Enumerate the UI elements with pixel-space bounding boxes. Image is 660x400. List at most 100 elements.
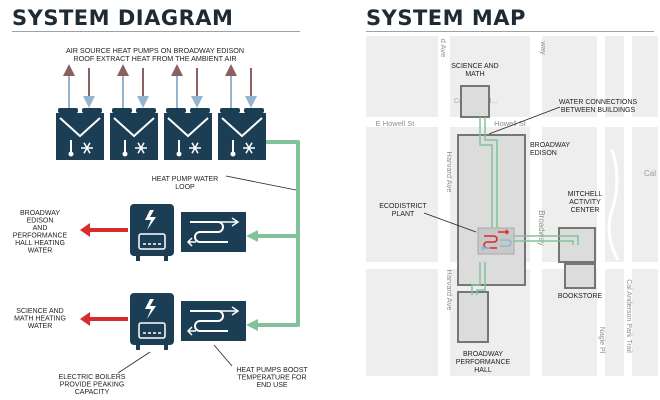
plant-module-2 [80, 293, 246, 350]
ecodistrict-coil-blue [500, 239, 512, 247]
water-link-hall-1 [471, 262, 481, 295]
heating-output-arrow [80, 312, 90, 326]
unit-chevron-4 [221, 117, 263, 138]
building-science-math [460, 85, 490, 118]
label-e-howell: E Howell St [376, 119, 416, 128]
street-harvard [438, 36, 450, 376]
unit-chevron-2 [113, 117, 155, 138]
street-broadway [530, 36, 542, 376]
exchanger-arrow-in [186, 237, 196, 247]
fan-right-2 [136, 108, 156, 113]
fan-left-3 [166, 108, 186, 113]
street-cal-anderson [624, 36, 632, 376]
water-link-science-1 [479, 117, 493, 230]
rooftop-unit-4 [218, 64, 266, 160]
exchanger-arrow-in [186, 326, 196, 336]
thermometer-bulb [230, 151, 236, 157]
label-harvard-top: Harvard Ave [445, 151, 454, 192]
street-nagle [597, 36, 605, 376]
plant-module-1 [80, 204, 246, 261]
boiler-leg-left [136, 256, 140, 261]
roof-caption: AIR SOURCE HEAT PUMPS ON BROADWAY EDISON… [66, 46, 244, 63]
boiler-panel [138, 322, 166, 339]
system-map-title: SYSTEM MAP [366, 6, 526, 30]
fan-left-2 [112, 108, 132, 113]
heating-output-arrow [80, 223, 90, 237]
lightning-bolt [145, 299, 156, 319]
water-link-science-2 [484, 117, 498, 230]
label-bookstore: BOOKSTORE [558, 293, 603, 300]
label-broadway: Broadway [537, 210, 546, 246]
system-map-title-rule [366, 31, 654, 32]
fan-right-1 [82, 108, 102, 113]
heatpumps-leader [213, 344, 233, 367]
loop-leader [225, 175, 297, 191]
water-link-hall-2 [476, 262, 486, 295]
water-link-mitchell-2 [514, 240, 574, 245]
unit-chevron-1 [59, 117, 101, 138]
label-howell: Howell St [494, 119, 527, 128]
thermometer-bulb [68, 151, 74, 157]
label-way: way [539, 40, 548, 55]
label-harvard-bottom: Harvard Ave [445, 269, 454, 310]
building-mitchell [558, 227, 596, 263]
ecodistrict-arrow-red [498, 229, 510, 235]
exchanger-arrow-out [218, 306, 240, 316]
exchanger-coil [190, 310, 228, 332]
snowflake-icon [191, 142, 199, 154]
snowflake-icon [245, 142, 253, 154]
ecodistrict-leader [423, 212, 477, 233]
label-cal: Cal [644, 169, 656, 178]
street-e-howell [366, 117, 658, 127]
ecodistrict-arrow-blue [480, 245, 490, 251]
fan-left-4 [220, 108, 240, 113]
exchanger-coil [190, 221, 228, 243]
exchanger-arrow-out [218, 217, 240, 227]
water-link-mitchell-1 [514, 235, 579, 245]
label-d-ave: d Ave [439, 39, 448, 58]
system-diagram-title: SYSTEM DIAGRAM [12, 6, 234, 30]
loop-arrow-lower [246, 319, 258, 331]
system-diagram-title-rule [12, 31, 300, 32]
water-leader [488, 106, 561, 135]
label-nagle: Nagle Pl [598, 327, 605, 354]
unit-chevron-3 [167, 117, 209, 138]
rooftop-unit-3 [164, 64, 212, 160]
fan-left-1 [58, 108, 78, 113]
heat-pump-water-loop [256, 140, 300, 327]
thermometer-bulb [122, 151, 128, 157]
boiler-leg-right [164, 256, 168, 261]
boiler-leg-left [136, 345, 140, 350]
boiler-leg-right [164, 345, 168, 350]
loop-arrow-upper [246, 230, 258, 242]
fan-right-4 [244, 108, 264, 113]
building-performance-hall [457, 291, 489, 343]
snowflake-icon [137, 142, 145, 154]
building-bookstore [564, 263, 596, 289]
electric-boiler-icon [130, 204, 174, 256]
electric-boiler-icon [130, 293, 174, 345]
lightning-bolt [145, 210, 156, 230]
park-path [607, 149, 620, 261]
rooftop-unit-2 [110, 64, 158, 160]
snowflake-icon [83, 142, 91, 154]
thermometer-bulb [176, 151, 182, 157]
fan-right-3 [190, 108, 210, 113]
label-cal-anderson: Cal Anderson Park Trail [625, 279, 632, 353]
boiler-panel [138, 233, 166, 250]
rooftop-unit-1 [56, 64, 104, 160]
boilers-leader [117, 351, 151, 374]
